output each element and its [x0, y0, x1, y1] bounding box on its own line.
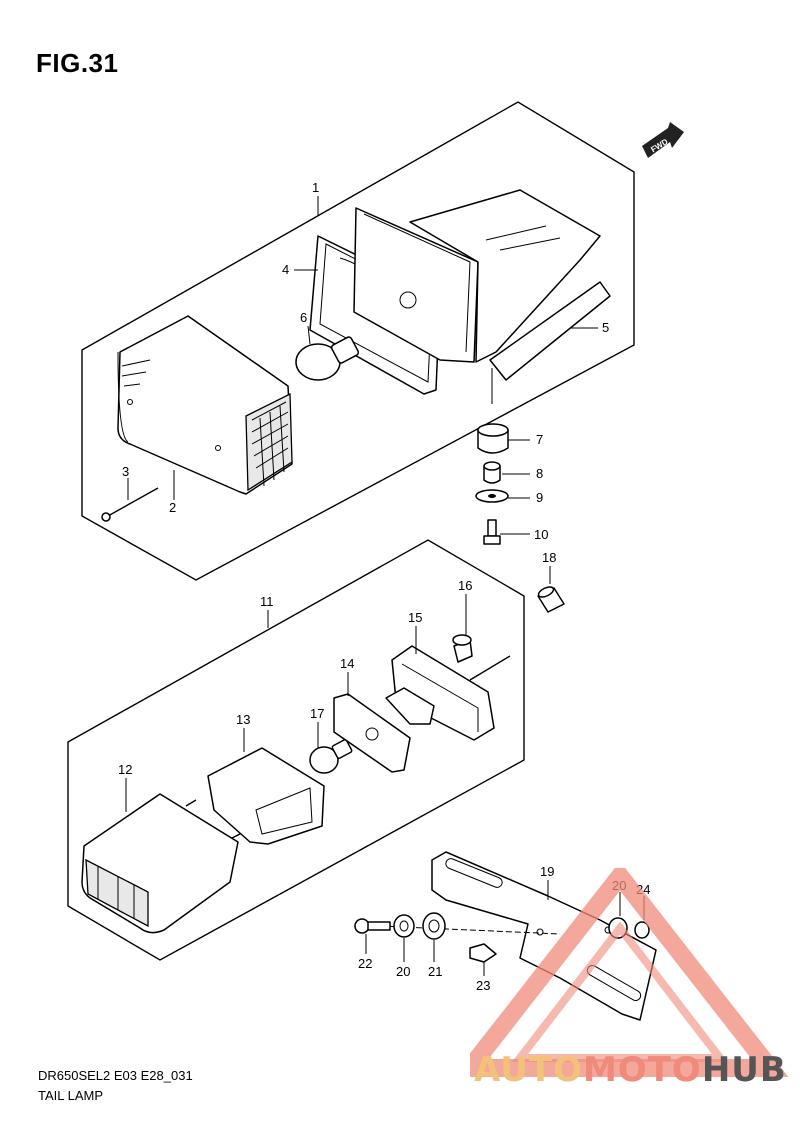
callout-6: 6: [300, 310, 307, 325]
figure-title: FIG.31: [36, 48, 119, 78]
callout-16: 16: [458, 578, 472, 593]
callout-19: 19: [540, 864, 554, 879]
callout-9: 9: [536, 490, 543, 505]
license-lens-cover: [207, 747, 325, 845]
callout-1: 1: [312, 180, 319, 195]
bracket-hardware: [354, 912, 650, 963]
callout-14: 14: [340, 656, 354, 671]
watermark-part-1: AUTO: [474, 1050, 583, 1090]
callout-2: 2: [169, 500, 176, 515]
license-socket-housing: [385, 645, 511, 741]
callout-11: 11: [260, 594, 274, 609]
lower-assembly-frame: [67, 539, 525, 961]
diagram-caption: TAIL LAMP: [38, 1088, 104, 1103]
callout-20b: 20: [396, 964, 410, 979]
callout-21: 21: [428, 964, 442, 979]
callout-10: 10: [534, 527, 548, 542]
callout-22: 22: [358, 956, 372, 971]
callout-5: 5: [602, 320, 609, 335]
tail-lamp-lens: [117, 315, 293, 495]
lens-screw: [101, 487, 159, 522]
spacer-collar: [537, 586, 565, 613]
footer: DR650SEL2 E03 E28_031 TAIL LAMP: [38, 1066, 193, 1106]
mount-grommet: [475, 368, 509, 545]
lamp-housing: [353, 189, 611, 381]
callout-13: 13: [236, 712, 250, 727]
callout-17: 17: [310, 706, 324, 721]
callout-3: 3: [122, 464, 129, 479]
callout-8: 8: [536, 466, 543, 481]
upper-assembly-frame: [81, 101, 635, 581]
automotohub-logo: [470, 868, 789, 1077]
tail-bulb: [295, 336, 360, 381]
callout-4: 4: [282, 262, 289, 277]
callout-12: 12: [118, 762, 132, 777]
watermark-part-3: HUB: [701, 1050, 787, 1090]
callout-15: 15: [408, 610, 422, 625]
callout-7: 7: [536, 432, 543, 447]
license-bulb: [309, 739, 353, 774]
callout-18: 18: [542, 550, 556, 565]
callout-23: 23: [476, 978, 490, 993]
watermark-part-2: MOTO: [582, 1050, 702, 1090]
socket-screw: [452, 634, 473, 663]
forward-arrow-icon: FWD: [642, 122, 684, 158]
diagram-code: DR650SEL2 E03 E28_031: [38, 1068, 193, 1083]
license-lamp-housing: [81, 793, 245, 934]
watermark-wordmark: AUTOMOTOHUB: [474, 1050, 787, 1090]
